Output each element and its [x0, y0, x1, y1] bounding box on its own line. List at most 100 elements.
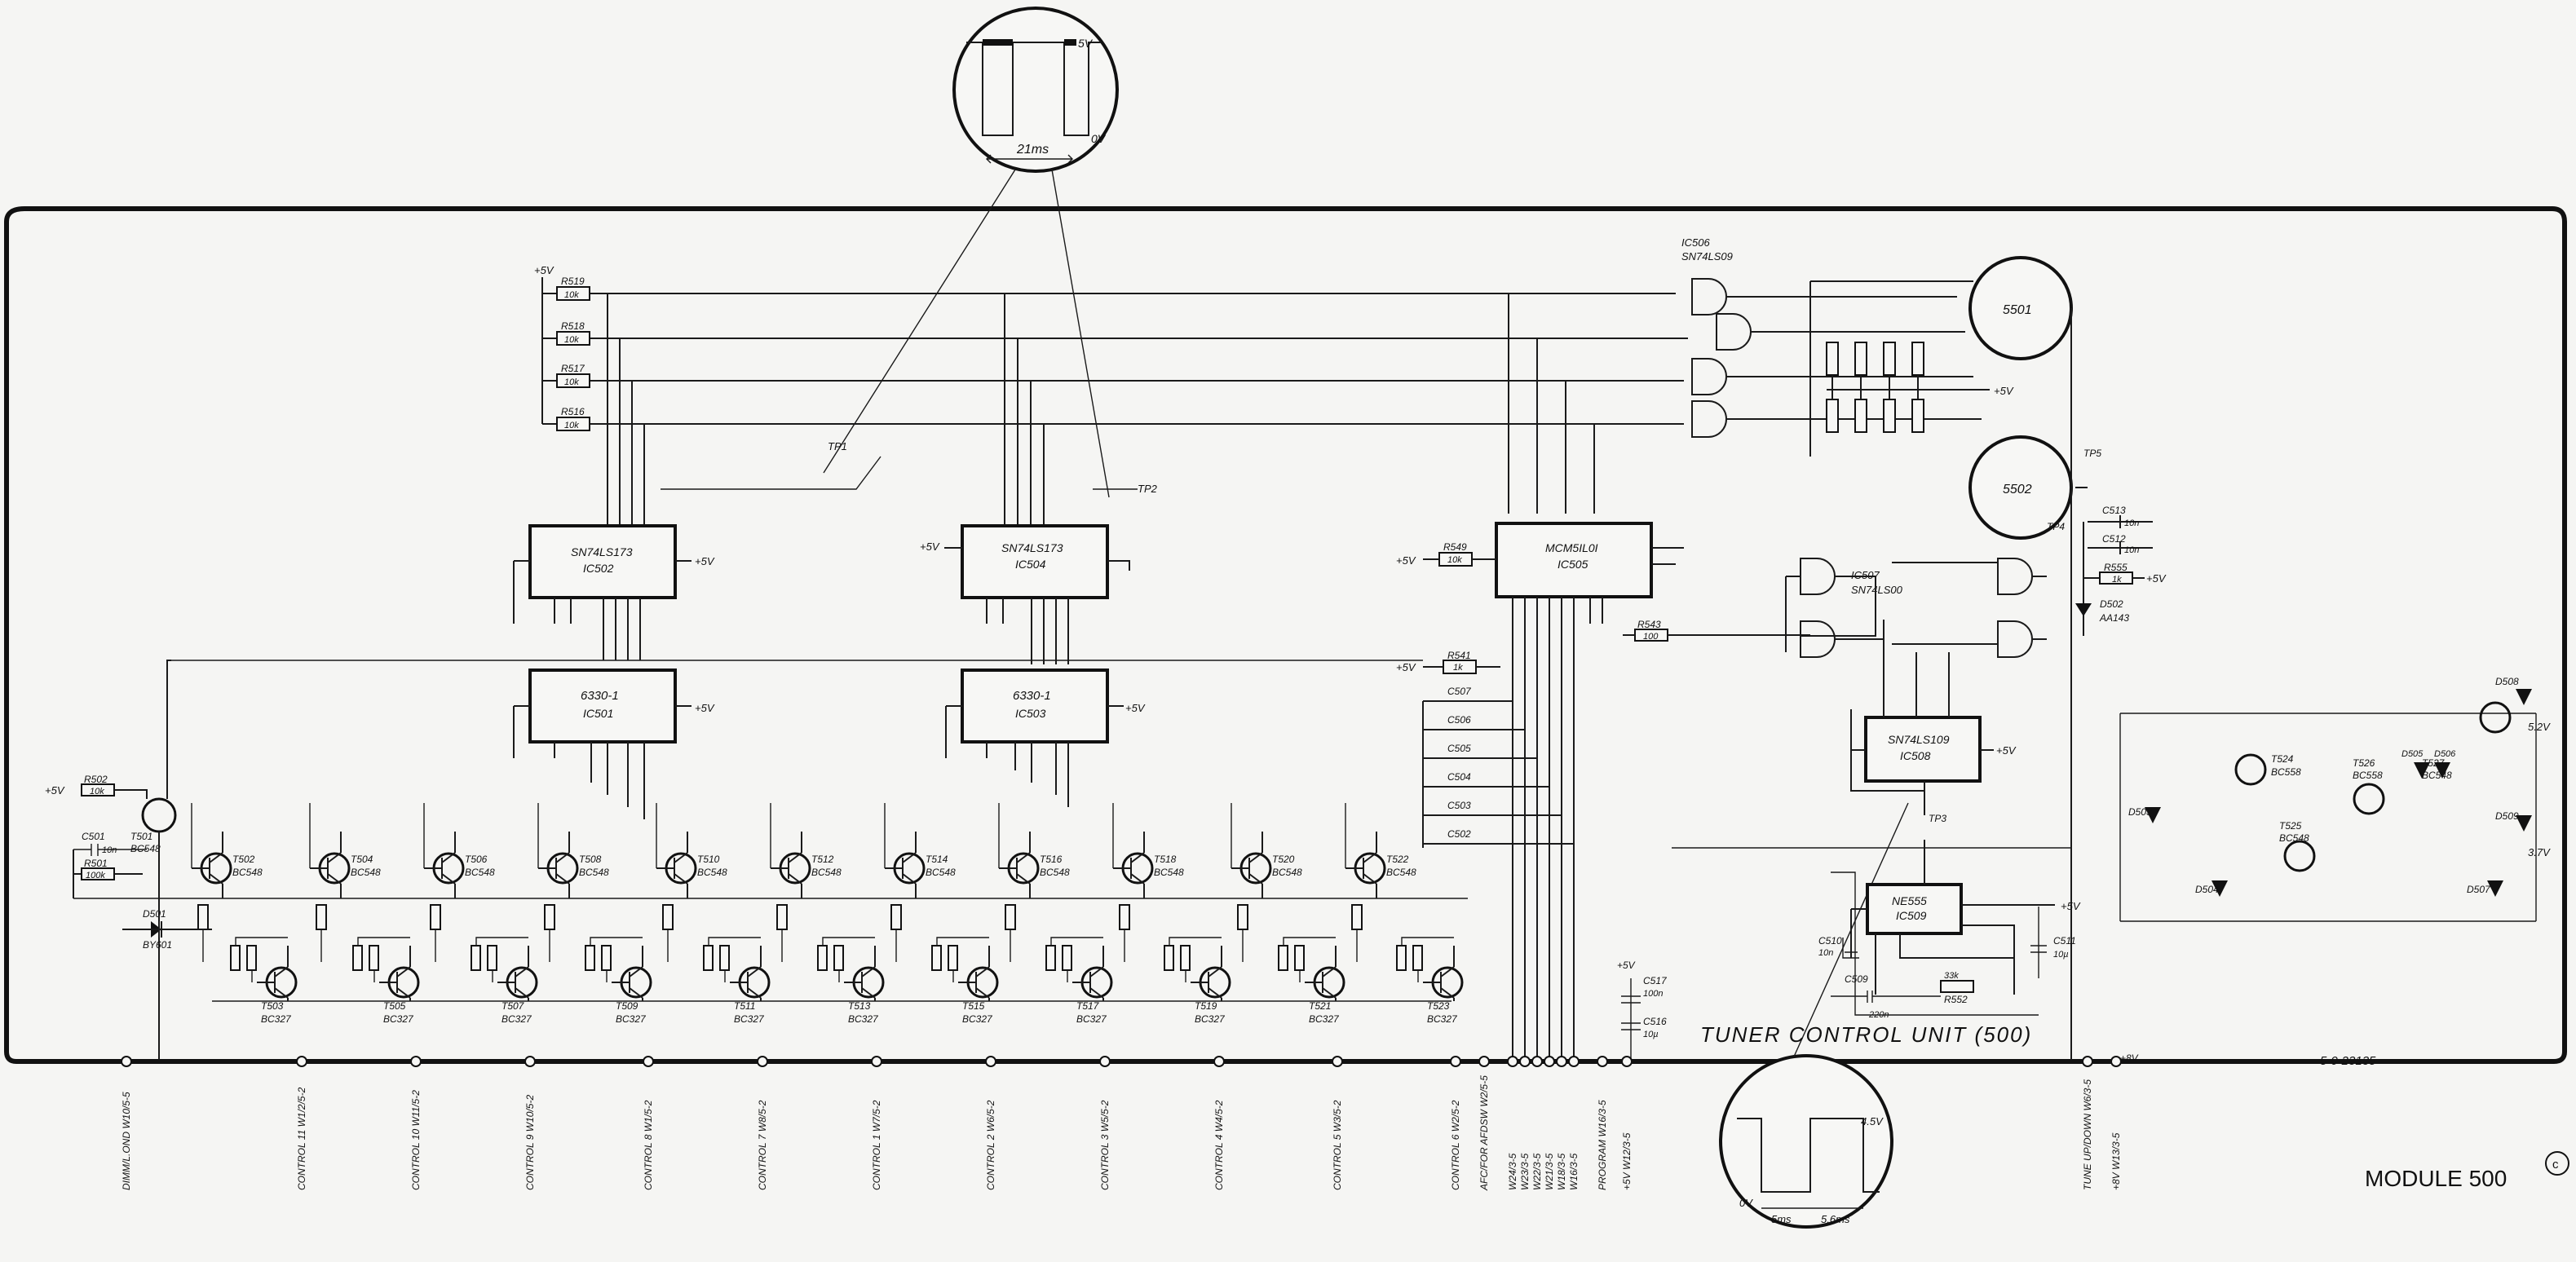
npn-transistor-type: BC548 [1272, 867, 1302, 878]
d506-ref: D506 [2434, 749, 2456, 759]
display-5501: 5501 [1809, 256, 2073, 457]
c501-ref: C501 [82, 831, 105, 842]
r555-supply: +5V [2146, 572, 2167, 585]
connector-label: PROGRAM W16/3-5 [1597, 1100, 1608, 1190]
r517-ref: R517 [561, 363, 585, 374]
connector-label: +8V W13/3-5 [2110, 1132, 2122, 1190]
r543-value: 100 [1643, 632, 1659, 642]
pnp-transistor-type: BC327 [616, 1013, 647, 1025]
npn-transistor-type: BC548 [697, 867, 727, 878]
ic505-supply: +5V [1396, 554, 1416, 567]
connector-pin [1519, 1056, 1531, 1067]
r519-ref: R519 [561, 276, 585, 287]
pnp-transistor-type: BC327 [848, 1013, 879, 1025]
npn-transistor-ref: T512 [811, 854, 834, 865]
pnp-transistor-ref: T521 [1309, 1000, 1331, 1012]
ic508-part: SN74LS109 [1888, 733, 1950, 746]
c501-value: 10n [102, 845, 117, 855]
zener-3v7-label: 3.7V [2528, 846, 2551, 858]
connector-pin [410, 1056, 422, 1067]
connector-label: CONTROL 11 W1/2/5-2 [296, 1087, 307, 1190]
r502-value: 10k [90, 787, 104, 796]
pullup-supply-label: +5V [534, 264, 555, 276]
ic508-supply: +5V [1996, 744, 2017, 757]
c506-ref: C506 [1447, 714, 1471, 726]
r517-value: 10k [564, 377, 579, 387]
c505-ref: C505 [1447, 743, 1471, 754]
segment-supply-label: +5V [1994, 385, 2014, 397]
connector-label: CONTROL 7 W8/5-2 [757, 1100, 768, 1190]
connector-label: DIMM/L.OND W10/5-5 [121, 1092, 132, 1190]
ic506-part: SN74LS09 [1681, 250, 1733, 263]
pnp-transistor-ref: T519 [1195, 1000, 1217, 1012]
waveform-bottom-low-label: 0V [1739, 1197, 1753, 1209]
tp2-label: TP2 [1138, 483, 1158, 495]
connector-strip: DIMM/L.OND W10/5-5 CONTROL 11 W1/2/5-2 CON… [121, 1056, 2122, 1191]
pnp-transistor-ref: T511 [734, 1000, 755, 1012]
r541-value: 1k [1453, 663, 1463, 673]
npn-transistor-ref: T516 [1040, 854, 1063, 865]
connector-label: W21/3-5 [1544, 1153, 1555, 1190]
cap-column: R541 1k +5V C507 C506 C505 C504 C503 C50… [1396, 650, 1574, 848]
npn-transistor-type: BC548 [351, 867, 381, 878]
c511-ref: C511 [2053, 935, 2076, 946]
c512-ref: C512 [2102, 533, 2126, 545]
c512-value: 10n [2124, 545, 2139, 555]
connector-label: W24/3-5 [1507, 1153, 1518, 1190]
ic507-part: SN74LS00 [1851, 584, 1903, 596]
connector-label: CONTROL 9 W10/5-2 [524, 1095, 536, 1190]
ic502-part: SN74LS173 [571, 545, 633, 558]
connector-pin [121, 1056, 132, 1067]
unit-title: TUNER CONTROL UNIT (500) [1700, 1022, 2032, 1047]
r516-ref: R516 [561, 406, 585, 417]
pnp-transistor-ref: T503 [261, 1000, 284, 1012]
npn-transistor-ref: T514 [926, 854, 948, 865]
ic509-ref: IC509 [1896, 909, 1927, 922]
pnp-transistor-type: BC327 [502, 1013, 532, 1025]
ic502-supply: +5V [695, 555, 715, 567]
npn-transistor-type: BC548 [926, 867, 956, 878]
r541-supply: +5V [1396, 661, 1416, 673]
r541-ref: R541 [1447, 650, 1471, 661]
npn-transistor-type: BC548 [1040, 867, 1070, 878]
c517-value: 100n [1643, 989, 1663, 999]
npn-transistor-ref: T508 [579, 854, 602, 865]
d509-ref: D509 [2495, 810, 2519, 822]
waveform-bottom-high-label: 4.5V [1861, 1115, 1884, 1127]
pnp-transistor-type: BC327 [1076, 1013, 1107, 1025]
connector-pin [985, 1056, 996, 1067]
ic509-part: NE555 [1892, 894, 1927, 907]
pnp-transistor-type: BC327 [1309, 1013, 1340, 1025]
d508-ref: D508 [2495, 676, 2519, 687]
r555-ref: R555 [2104, 562, 2128, 573]
connector-label: W18/3-5 [1556, 1153, 1567, 1190]
connector-pin [1556, 1056, 1567, 1067]
connector-label: W16/3-5 [1568, 1153, 1580, 1190]
connector-label: W23/3-5 [1519, 1153, 1531, 1190]
tp5-label: TP5 [2083, 448, 2101, 459]
pnp-transistor-ref: T509 [616, 1000, 638, 1012]
npn-transistor-type: BC548 [1154, 867, 1184, 878]
connector-pin [1507, 1056, 1518, 1067]
regulator-block: T524 BC558 T525 BC548 T526 BC558 T527 BC… [2119, 676, 2551, 922]
c517-ref: C517 [1643, 975, 1668, 986]
npn-transistor-ref: T510 [697, 854, 720, 865]
connector-label: CONTROL 10 W11/5-2 [410, 1090, 422, 1190]
copyright-letter: c [2552, 1158, 2559, 1172]
waveform-top-high-label: 5V [1078, 37, 1094, 50]
r549-value: 10k [1447, 555, 1462, 565]
copyright-symbol [2545, 1151, 2569, 1176]
npn-transistor-type: BC548 [1386, 867, 1416, 878]
c513-value: 10n [2124, 518, 2139, 528]
tp4-label: TP4 [2047, 521, 2065, 532]
r516-value: 10k [564, 421, 579, 430]
d502-type: AA143 [2099, 612, 2129, 624]
t525-ref: T525 [2279, 820, 2302, 832]
d502-area: C513 10n C512 10n R555 1k +5V D502 AA143 [2075, 505, 2167, 636]
r518-value: 10k [564, 335, 579, 345]
connector-label: W22/3-5 [1531, 1153, 1543, 1190]
pullup-network: +5V R519 10k R518 10k R517 10k R516 10k … [534, 264, 1688, 526]
connector-label: CONTROL 1 W7/5-2 [871, 1100, 882, 1190]
r555-value: 1k [2112, 575, 2122, 585]
